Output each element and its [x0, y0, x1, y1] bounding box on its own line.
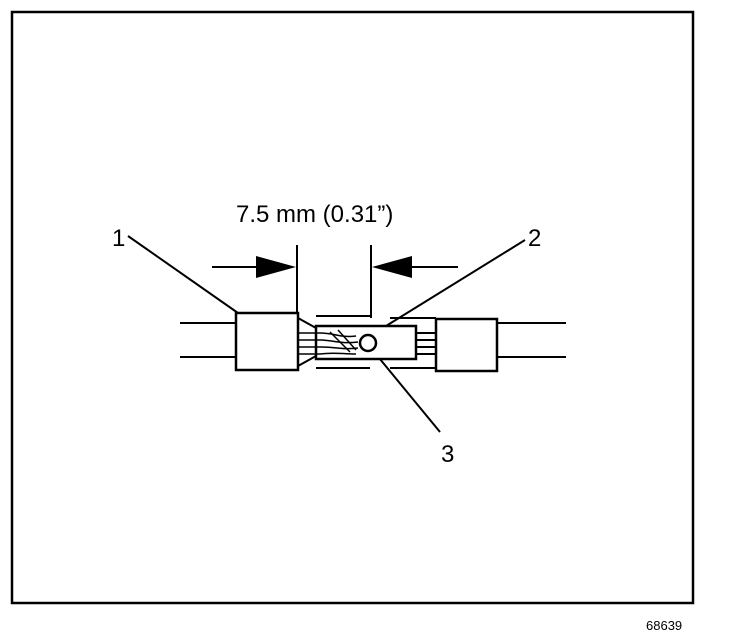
figure-ref: 68639: [646, 618, 682, 633]
left-wire-sleeve: [234, 311, 300, 372]
dimension-lines: [212, 245, 458, 318]
left-crimp-tube: [297, 315, 370, 369]
inspection-hole: [358, 333, 378, 353]
right-crimp-tube: [390, 317, 436, 369]
leader-lines: [127, 235, 526, 433]
right-wire-sleeve: [434, 317, 499, 373]
arrow-right-pointing: [256, 256, 296, 278]
wires: [180, 322, 566, 358]
callout-3: 3: [441, 441, 454, 468]
arrow-left-pointing: [372, 256, 412, 278]
dimension-arrows: [256, 256, 412, 278]
wire-strands: [298, 329, 359, 355]
callout-1: 1: [112, 225, 125, 252]
border: [10, 10, 695, 605]
callout-2: 2: [528, 225, 541, 252]
dimension-label: 7.5 mm (0.31”): [236, 201, 393, 228]
